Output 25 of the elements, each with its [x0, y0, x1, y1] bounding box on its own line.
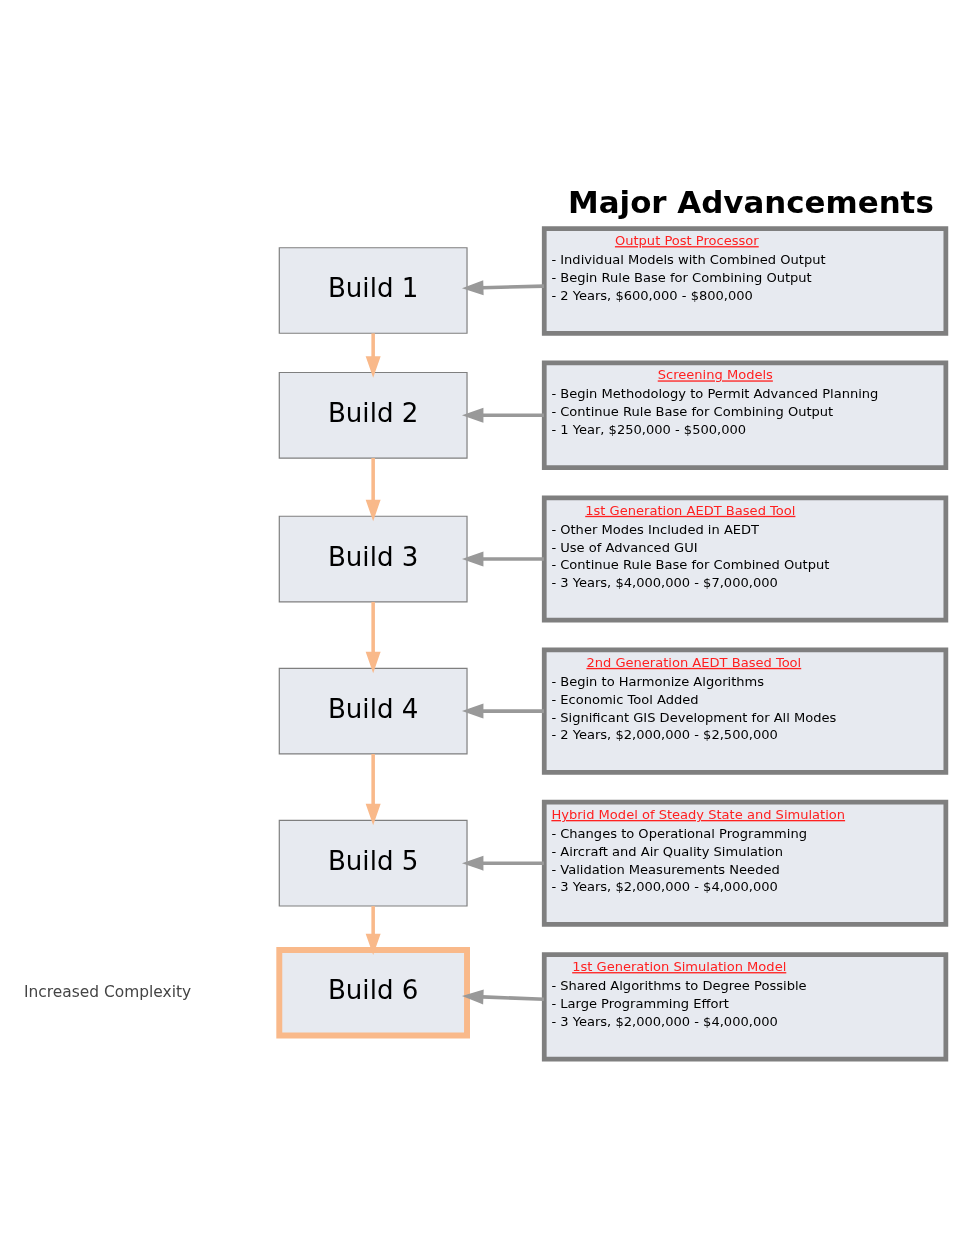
node-box: 1st Generation AEDT Based Tool - Other Modes Included in AEDT - Use of Advanced GUI - Continue Rule Base for Combined Output - 3 Years, $4,000,000 - $7,000,000: [541, 494, 949, 623]
node-box: Hybrid Model of Steady State and Simulation - Changes to Operational Programming - Aircraft and Air Quality Simulation - Validation Measurements Needed - 3 Years, $2,000,000 - $4,000,000: [541, 799, 949, 927]
node-box: Build 2: [278, 371, 468, 459]
arrow: [462, 279, 544, 295]
node-box: Build 4: [278, 667, 468, 754]
arrow: [462, 551, 544, 567]
node-box: Output Post Processor - Individual Models with Combined Output - Begin Rule Base for Combining Output - 2 Years, $600,000 - $800,000: [541, 225, 949, 336]
arrow: [365, 457, 381, 521]
label: Increased Complexity: [23, 982, 192, 1001]
node-box: 1st Generation Simulation Model - Shared Algorithms to Degree Possible - Large Programming Effort - 3 Years, $2,000,000 - $4,000,000: [541, 951, 949, 1062]
node-box: Screening Models - Begin Methodology to Permit Advanced Planning - Continue Rule Base for Combining Output - 1 Year, $250,000 - $500,000: [541, 360, 949, 470]
node-box: Build 1: [278, 246, 468, 334]
arrow: [462, 988, 545, 1004]
arrow: [462, 407, 544, 423]
node-box: Build 3: [278, 515, 468, 602]
arrow: [365, 905, 381, 955]
node-box: Build 5: [278, 819, 468, 907]
arrow: [462, 855, 544, 871]
arrow: [462, 703, 544, 719]
arrow: [365, 753, 381, 825]
arrow: [365, 601, 381, 673]
node-box: Build 6: [276, 946, 470, 1038]
diagram-title: Major Advancements: [568, 183, 934, 220]
node-box: 2nd Generation AEDT Based Tool - Begin to Harmonize Algorithms - Economic Tool Added - Significant GIS Development for All Modes - 2 Years, $2,000,000 - $2,500,000: [541, 647, 949, 775]
arrow: [365, 332, 381, 378]
